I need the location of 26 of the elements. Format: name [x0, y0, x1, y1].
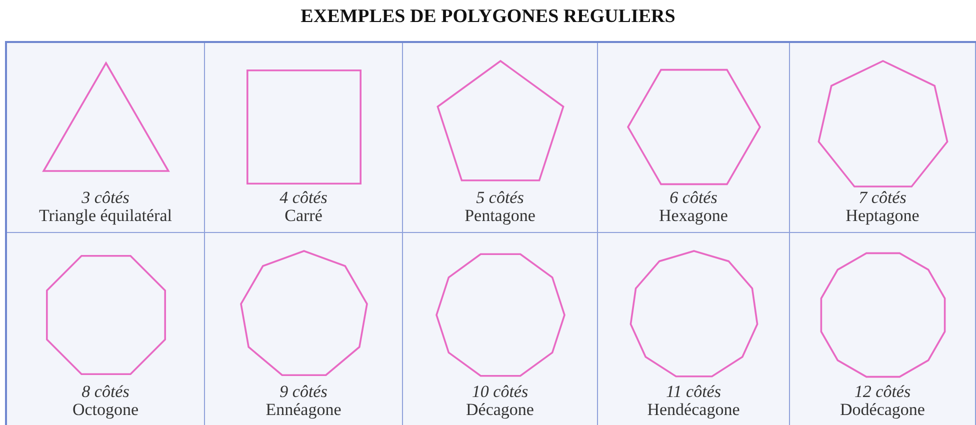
table-cell	[598, 43, 790, 233]
side-count: 8 côtés	[80, 383, 130, 401]
polygon-name: Pentagone	[464, 207, 536, 225]
side-count: 4 côtés	[278, 189, 328, 207]
side-count: 9 côtés	[278, 383, 328, 401]
table-cell	[205, 43, 403, 233]
table-cell	[790, 43, 976, 233]
side-count: 6 côtés	[668, 189, 718, 207]
polygon-name: Carré	[284, 207, 324, 225]
polygon-name: Hendécagone	[646, 401, 741, 419]
polygon-name: Ennéagone	[264, 401, 342, 419]
polygon-name: Triangle équilatéral	[38, 207, 173, 225]
side-count: 10 côtés	[470, 383, 530, 401]
polygon-name: Octogone	[71, 401, 140, 419]
side-count: 12 côtés	[853, 383, 912, 401]
side-count: 11 côtés	[665, 383, 722, 401]
title: EXEMPLES DE POLYGONES REGULIERS	[300, 6, 676, 28]
polygon-name: Dodécagone	[839, 401, 926, 419]
table-cell	[403, 43, 598, 233]
polygon-name: Heptagone	[844, 207, 920, 225]
polygon-name: Hexagone	[658, 207, 729, 225]
side-count: 7 côtés	[858, 189, 908, 207]
side-count: 5 côtés	[475, 189, 525, 207]
table-cell	[7, 43, 205, 233]
side-count: 3 côtés	[80, 189, 130, 207]
polygon-name: Décagone	[465, 401, 535, 419]
